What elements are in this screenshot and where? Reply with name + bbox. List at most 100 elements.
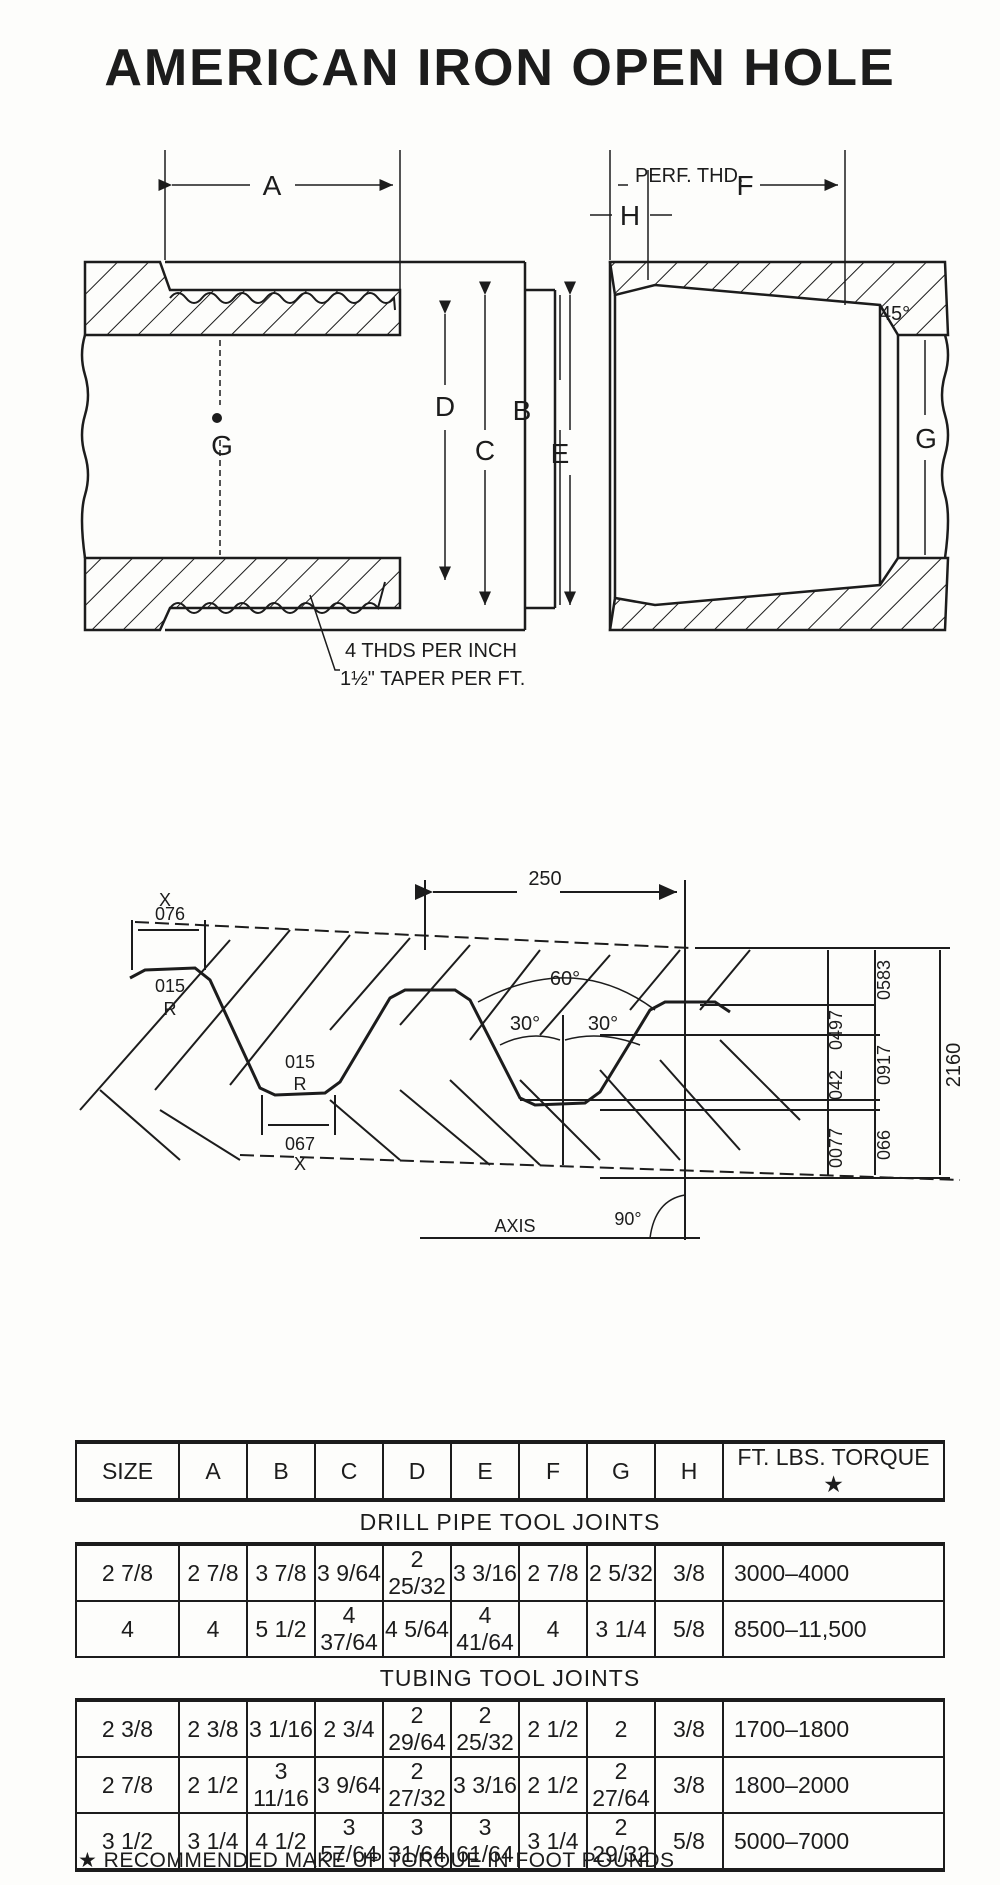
cell-size: 2 3/8 [75, 1699, 180, 1758]
label-radius-root-r: R [294, 1074, 307, 1094]
header-b: B [246, 1441, 316, 1501]
dim-crest-width: 076 [155, 904, 185, 924]
cell-h: 3/8 [654, 1543, 724, 1602]
cell-b: 5 1/2 [246, 1600, 316, 1658]
section-row: TUBING TOOL JOINTS [76, 1656, 944, 1701]
header-torque: FT. LBS. TORQUE ★ [722, 1441, 945, 1501]
cell-d: 4 5/64 [382, 1600, 452, 1658]
cell-torque: 1700–1800 [722, 1699, 945, 1758]
cell-f: 3 1/4 [518, 1812, 588, 1871]
cell-a: 2 7/8 [178, 1543, 248, 1602]
cell-size: 2 7/8 [75, 1756, 180, 1814]
cell-a: 4 [178, 1600, 248, 1658]
label-perf-thd: PERF. THD. [635, 165, 744, 187]
section-title-tubing: TUBING TOOL JOINTS [76, 1656, 944, 1701]
label-b: B [513, 395, 532, 426]
label-x-top: X [159, 890, 171, 910]
left-lower-thread [169, 581, 386, 614]
thread-profile-line [129, 966, 731, 1107]
cell-h: 5/8 [654, 1812, 724, 1871]
cell-size: 3 1/2 [75, 1812, 180, 1871]
cell-torque: 8500–11,500 [722, 1600, 945, 1658]
note-threads-per-inch: 4 THDS PER INCH [345, 640, 517, 662]
dim-042: 042 [826, 1070, 846, 1100]
cell-d: 2 29/64 [382, 1699, 452, 1758]
cell-a: 2 1/2 [178, 1756, 248, 1814]
angle-60: 60° [550, 968, 580, 990]
cell-e: 4 41/64 [450, 1600, 520, 1658]
cell-e: 3 3/16 [450, 1543, 520, 1602]
cell-g: 2 [586, 1699, 656, 1758]
cell-g: 2 27/64 [586, 1756, 656, 1814]
cell-d: 3 31/64 [382, 1812, 452, 1871]
label-g-left: G [211, 430, 233, 461]
cell-e: 2 25/32 [450, 1699, 520, 1758]
cell-c: 3 9/64 [314, 1543, 384, 1602]
cell-g: 3 1/4 [586, 1600, 656, 1658]
left-box-lower-wall [83, 556, 402, 632]
table-row: 3 1/2 3 1/4 4 1/2 3 57/64 3 31/64 3 61/6… [75, 1812, 945, 1871]
cell-f: 2 7/8 [518, 1543, 588, 1602]
cell-d: 2 27/32 [382, 1756, 452, 1814]
left-upper-thread [169, 292, 396, 311]
dim-0583: 0583 [874, 960, 894, 1000]
cell-size: 2 7/8 [75, 1543, 180, 1602]
section-title-drill-pipe: DRILL PIPE TOOL JOINTS [76, 1499, 944, 1545]
label-g-right: G [915, 423, 937, 454]
label-axis: AXIS [494, 1216, 535, 1236]
dim-radius-top: 015 [155, 976, 185, 996]
header-c: C [314, 1441, 384, 1501]
label-h: H [620, 200, 640, 231]
label-c: C [475, 435, 495, 466]
left-box-upper-wall [83, 260, 402, 337]
table-row: 2 7/8 2 7/8 3 7/8 3 9/64 2 25/32 3 3/16 … [75, 1543, 945, 1602]
header-g: G [586, 1441, 656, 1501]
cell-h: 3/8 [654, 1699, 724, 1758]
cell-g: 2 29/32 [586, 1812, 656, 1871]
page-title: AMERICAN IRON OPEN HOLE [104, 39, 896, 97]
left-wavy-edge [80, 334, 90, 559]
thread-profile-diagram: 250 076 015 R 015 R 067 60° 30° 30° 0583… [79, 868, 965, 1240]
header-a: A [178, 1441, 248, 1501]
tool-joint-diagram: A PERF. THD. F H D B C E G G 45° 4 THDS … [80, 150, 950, 690]
angle-90: 90° [614, 1209, 641, 1229]
label-d: D [435, 391, 455, 422]
cell-f: 2 1/2 [518, 1699, 588, 1758]
cell-e: 3 61/64 [450, 1812, 520, 1871]
cell-torque: 3000–4000 [722, 1543, 945, 1602]
cell-g: 2 5/32 [586, 1543, 656, 1602]
dim-radius-root: 015 [285, 1052, 315, 1072]
footnote: ★ RECOMMENDED MAKE UP TORQUE IN FOOT POU… [78, 1849, 675, 1872]
header-h: H [654, 1441, 724, 1501]
right-pin-lower-wall [608, 556, 950, 632]
cell-torque: 1800–2000 [722, 1756, 945, 1814]
label-radius-top-r: R [164, 999, 177, 1019]
note-taper: 1½" TAPER PER FT. [340, 668, 525, 690]
table-row: 2 3/8 2 3/8 3 1/16 2 3/4 2 29/64 2 25/32… [75, 1699, 945, 1758]
right-pin-upper-wall [608, 260, 950, 337]
label-f: F [736, 170, 753, 201]
cell-torque: 5000–7000 [722, 1812, 945, 1871]
cell-h: 3/8 [654, 1756, 724, 1814]
cell-f: 2 1/2 [518, 1756, 588, 1814]
cell-c: 2 3/4 [314, 1699, 384, 1758]
dim-2160: 2160 [943, 1043, 965, 1088]
section-row: DRILL PIPE TOOL JOINTS [76, 1499, 944, 1545]
label-45-degree: 45° [880, 303, 910, 325]
table-row: 2 7/8 2 1/2 3 11/16 3 9/64 2 27/32 3 3/1… [75, 1756, 945, 1814]
table-header-row: SIZE A B C D E F G H FT. LBS. TORQUE ★ [75, 1441, 945, 1501]
cell-b: 3 1/16 [246, 1699, 316, 1758]
cell-b: 3 11/16 [246, 1756, 316, 1814]
header-e: E [450, 1441, 520, 1501]
angle-30-right: 30° [588, 1013, 618, 1035]
right-wavy-edge [940, 334, 950, 559]
cell-h: 5/8 [654, 1600, 724, 1658]
cell-b: 3 7/8 [246, 1543, 316, 1602]
header-size: SIZE [75, 1441, 180, 1501]
cell-c: 3 9/64 [314, 1756, 384, 1814]
dim-root-width: 067 [285, 1134, 315, 1154]
header-d: D [382, 1441, 452, 1501]
header-f: F [518, 1441, 588, 1501]
dim-pitch: 250 [528, 868, 561, 890]
dim-0917: 0917 [874, 1045, 894, 1085]
